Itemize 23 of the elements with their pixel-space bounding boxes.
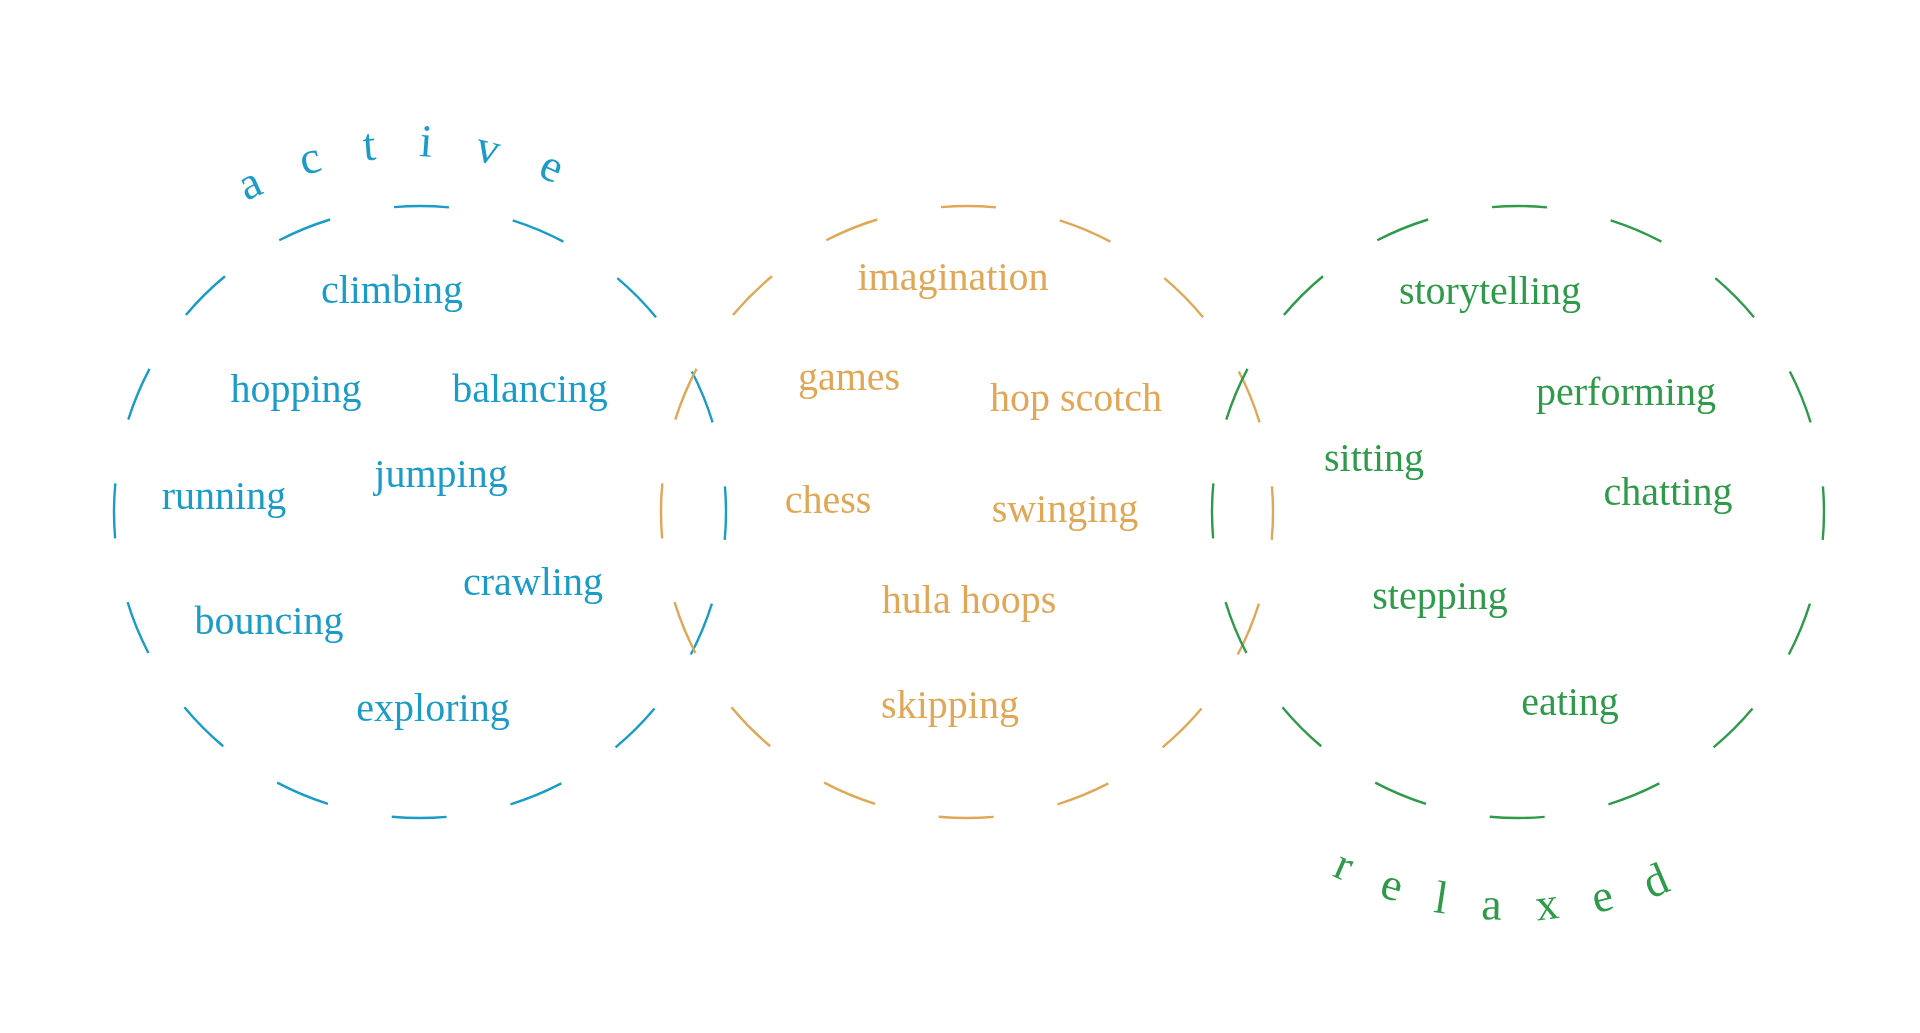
activity-word: sitting xyxy=(1324,438,1424,478)
activity-word: chatting xyxy=(1603,472,1733,512)
activity-word: games xyxy=(797,357,901,397)
activity-word: swinging xyxy=(991,489,1139,529)
activity-word: hopping xyxy=(230,369,362,409)
activity-word: storytelling xyxy=(1398,271,1582,311)
activity-word: running xyxy=(161,476,287,516)
activity-word: stepping xyxy=(1372,576,1508,616)
activity-word: chess xyxy=(784,480,872,520)
activity-word: climbing xyxy=(320,270,464,310)
activity-word: hop scotch xyxy=(989,378,1163,418)
activity-word: crawling xyxy=(463,562,603,602)
curved-heading: relaxed xyxy=(1327,838,1709,931)
curved-heading: active xyxy=(229,115,611,211)
activity-word: eating xyxy=(1521,682,1619,722)
activity-word: exploring xyxy=(356,688,510,728)
activity-word: bouncing xyxy=(194,601,344,641)
activity-word: imagination xyxy=(857,257,1049,297)
activity-word: jumping xyxy=(374,454,508,494)
activity-word: hula hoops xyxy=(881,580,1057,620)
activity-word: balancing xyxy=(452,369,608,409)
activity-word: performing xyxy=(1536,372,1716,412)
activity-word: skipping xyxy=(881,685,1019,725)
